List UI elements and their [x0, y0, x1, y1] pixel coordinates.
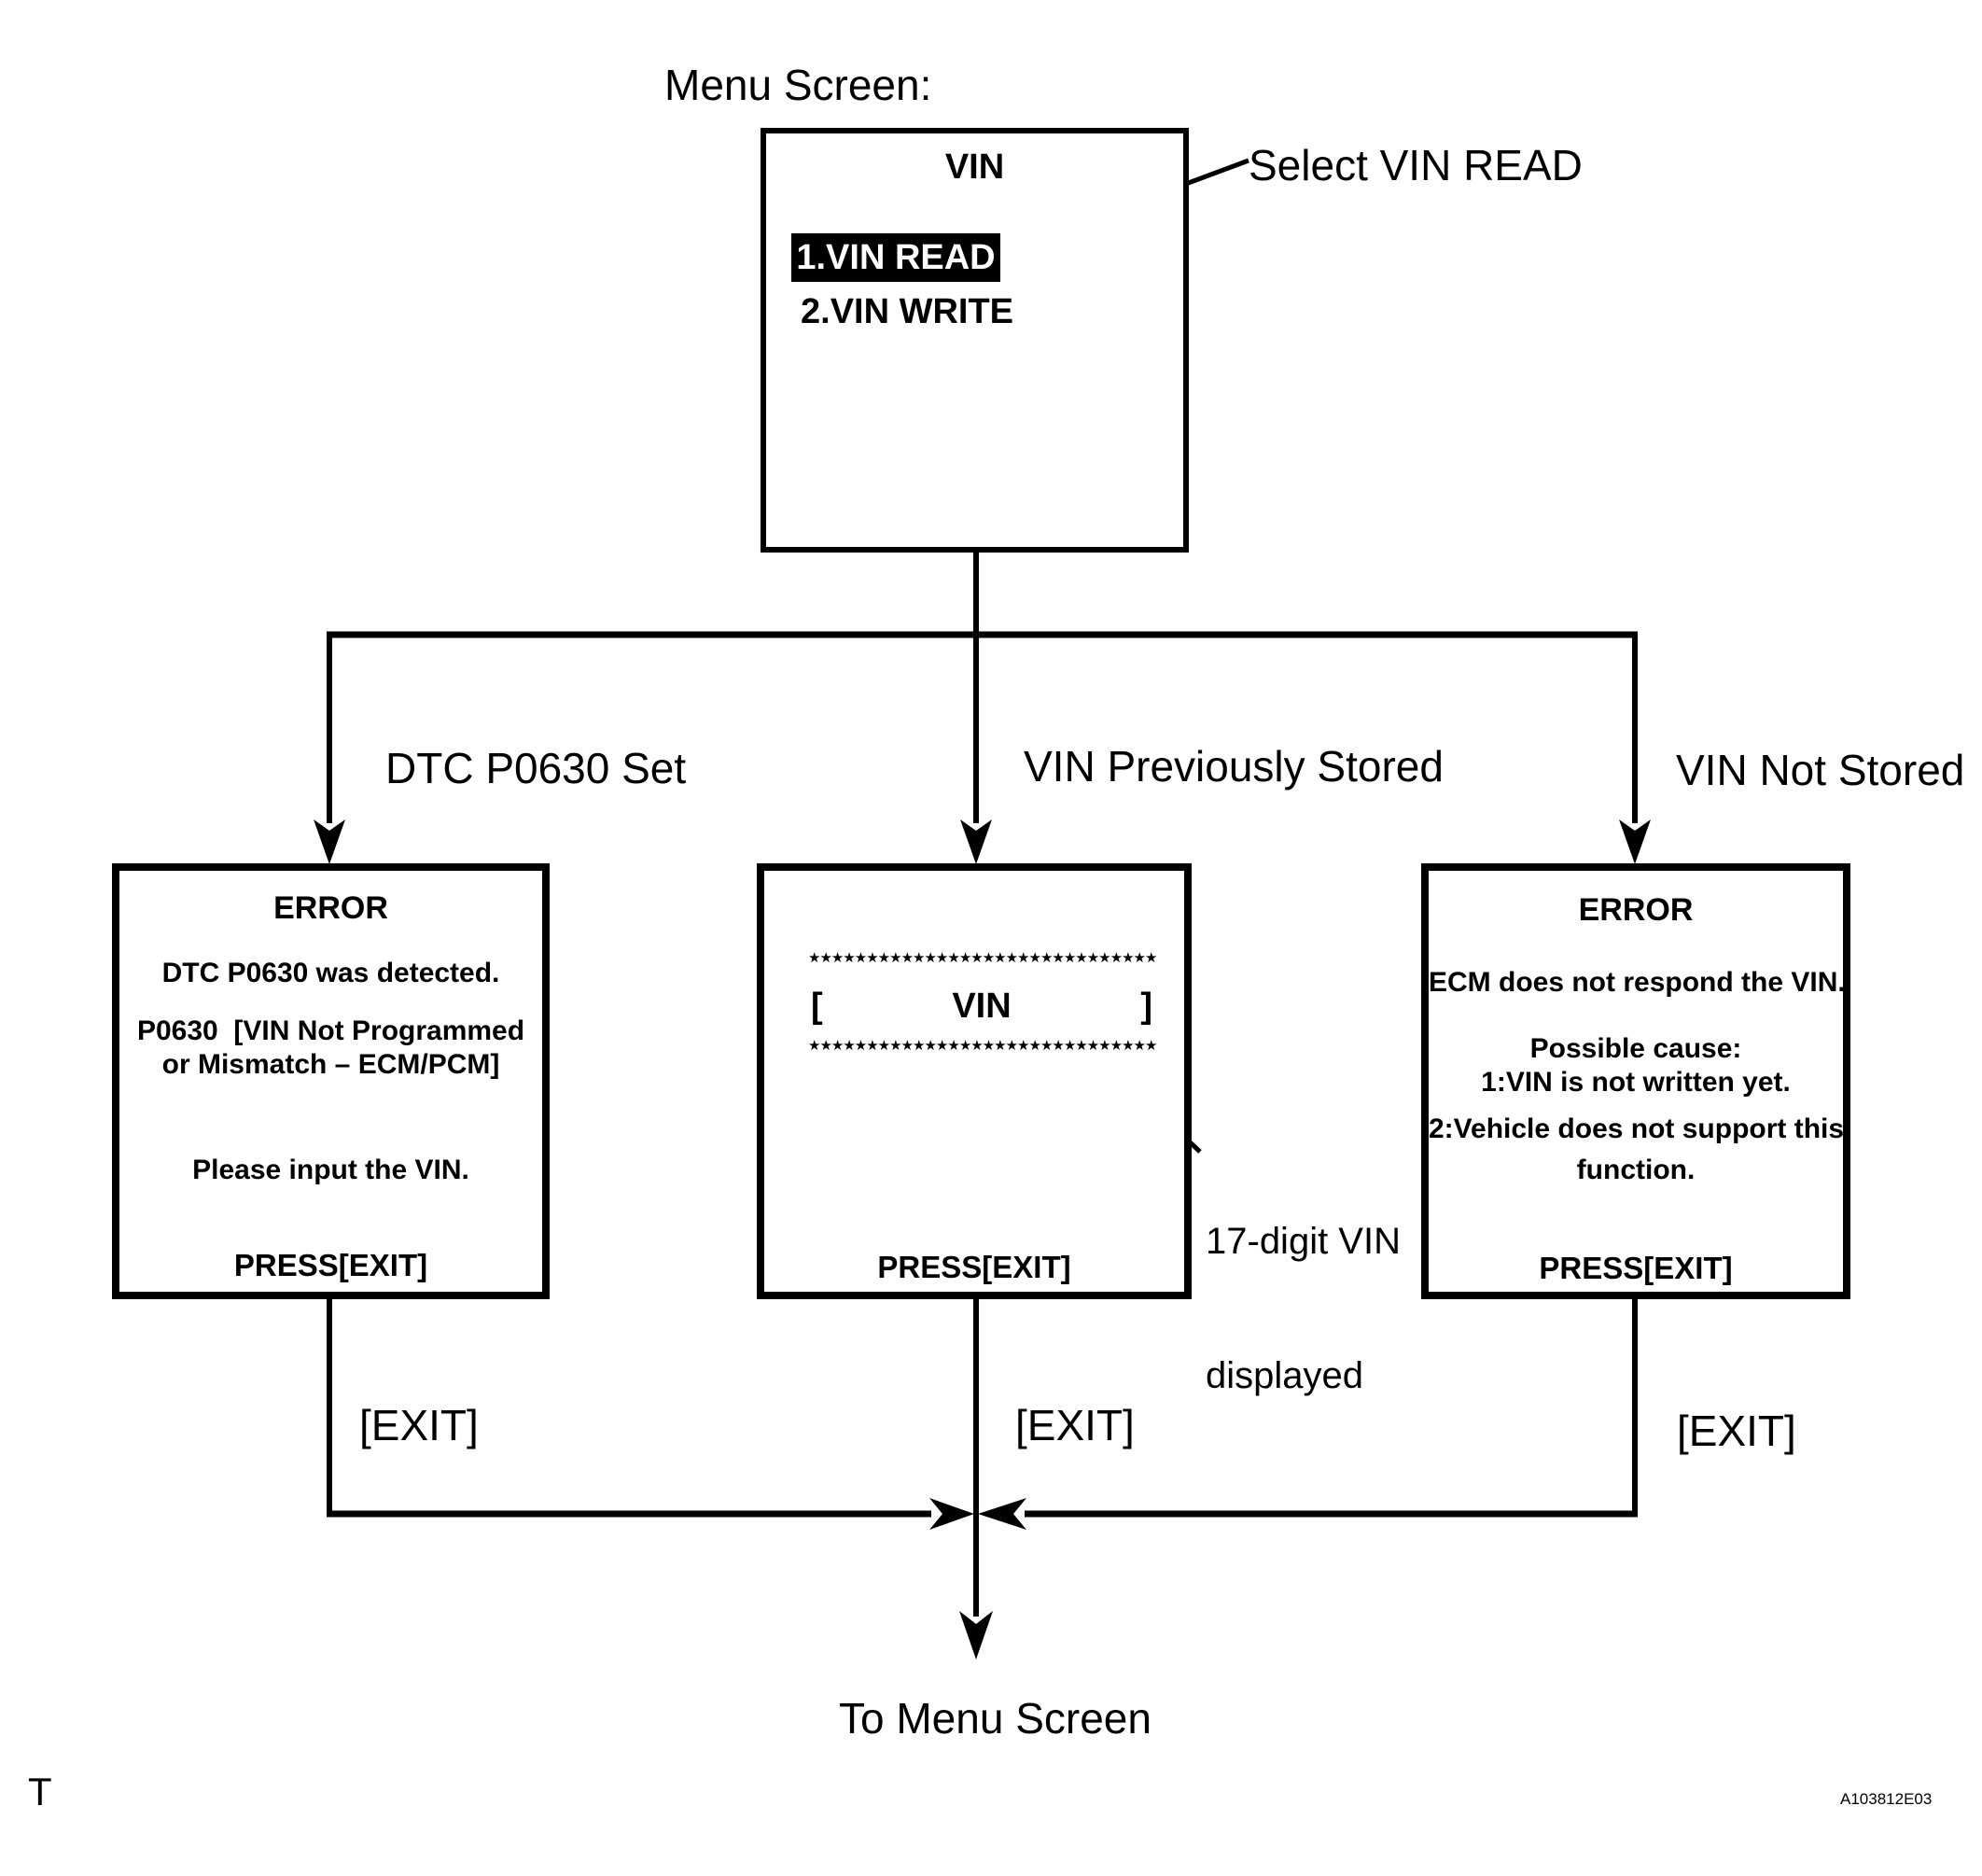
vin-annotation-line: 17-digit VIN [1206, 1221, 1401, 1262]
stars-row-top: ★★★★★★★★★★★★★★★★★★★★★★★★★★★★★★ [808, 950, 1157, 966]
screen-line: DTC P0630 was detected. [161, 958, 500, 988]
vin-display-screen: ★★★★★★★★★★★★★★★★★★★★★★★★★★★★★★ [ VIN ] ★… [757, 863, 1192, 1299]
screen-line: 2:Vehicle does not support this [1429, 1113, 1845, 1144]
screen-title: ERROR [273, 890, 388, 926]
screen-title: ERROR [1578, 892, 1694, 928]
press-exit-label: PRESS[EXIT] [233, 1248, 428, 1282]
arrowhead-right-down-icon [1619, 819, 1651, 864]
press-exit-label: PRESS[EXIT] [877, 1250, 1071, 1284]
screen-line: 1:VIN is not written yet. [1481, 1067, 1791, 1098]
arrowhead-converge-left-icon [978, 1498, 1026, 1530]
branch-label-vin-previously-stored: VIN Previously Stored [1024, 742, 1444, 791]
menu-screen-title: VIN [944, 147, 1005, 187]
error-ecm-screen: ERROR ECM does not respond the VIN. Poss… [1421, 863, 1850, 1299]
menu-item-vin-read: 1.VIN READ [791, 233, 1000, 282]
bracket-open: [ [811, 987, 823, 1026]
select-vin-read-annotation: Select VIN READ [1249, 141, 1583, 189]
arrowhead-left-down-icon [314, 819, 345, 864]
branch-label-dtc-p0630-set: DTC P0630 Set [385, 744, 687, 792]
vin-bracket-row: [ VIN ] [811, 988, 1152, 1024]
page-letter: T [28, 1770, 52, 1813]
screen-line: function. [1576, 1155, 1696, 1185]
screen-line: ECM does not respond the VIN. [1429, 967, 1846, 998]
screen-line: Please input the VIN. [192, 1155, 469, 1185]
error-dtc-screen: ERROR DTC P0630 was detected. P0630 [VIN… [112, 863, 550, 1299]
vin-value-label: VIN [952, 987, 1012, 1026]
screen-line: or Mismatch – ECM/PCM] [161, 1049, 500, 1080]
figure-id: A103812E03 [1840, 1790, 1933, 1808]
exit-label-middle: [EXIT] [1015, 1401, 1135, 1449]
press-exit-label: PRESS[EXIT] [1539, 1251, 1733, 1285]
menu-screen-caption: Menu Screen: [664, 61, 932, 109]
screen-line: Possible cause: [1529, 1033, 1742, 1064]
vin-annotation-line: displayed [1206, 1355, 1364, 1396]
vin-annotation: 17-digit VIN displayed [1206, 1129, 1401, 1488]
exit-label-left: [EXIT] [359, 1401, 479, 1449]
arrowhead-middle-down-icon [960, 819, 992, 864]
to-menu-screen-label: To Menu Screen [839, 1694, 1152, 1743]
stars-row-bottom: ★★★★★★★★★★★★★★★★★★★★★★★★★★★★★★ [808, 1038, 1157, 1054]
exit-label-right: [EXIT] [1677, 1407, 1796, 1455]
menu-item-vin-write: 2.VIN WRITE [801, 292, 1014, 331]
arrowhead-converge-right-icon [929, 1498, 974, 1530]
menu-screen-box: VIN 1.VIN READ 2.VIN WRITE [761, 128, 1189, 553]
screen-line: P0630 [VIN Not Programmed [136, 1015, 525, 1046]
arrowhead-final-down-icon [959, 1611, 993, 1659]
bracket-close: ] [1140, 987, 1152, 1026]
branch-label-vin-not-stored: VIN Not Stored [1676, 746, 1965, 794]
